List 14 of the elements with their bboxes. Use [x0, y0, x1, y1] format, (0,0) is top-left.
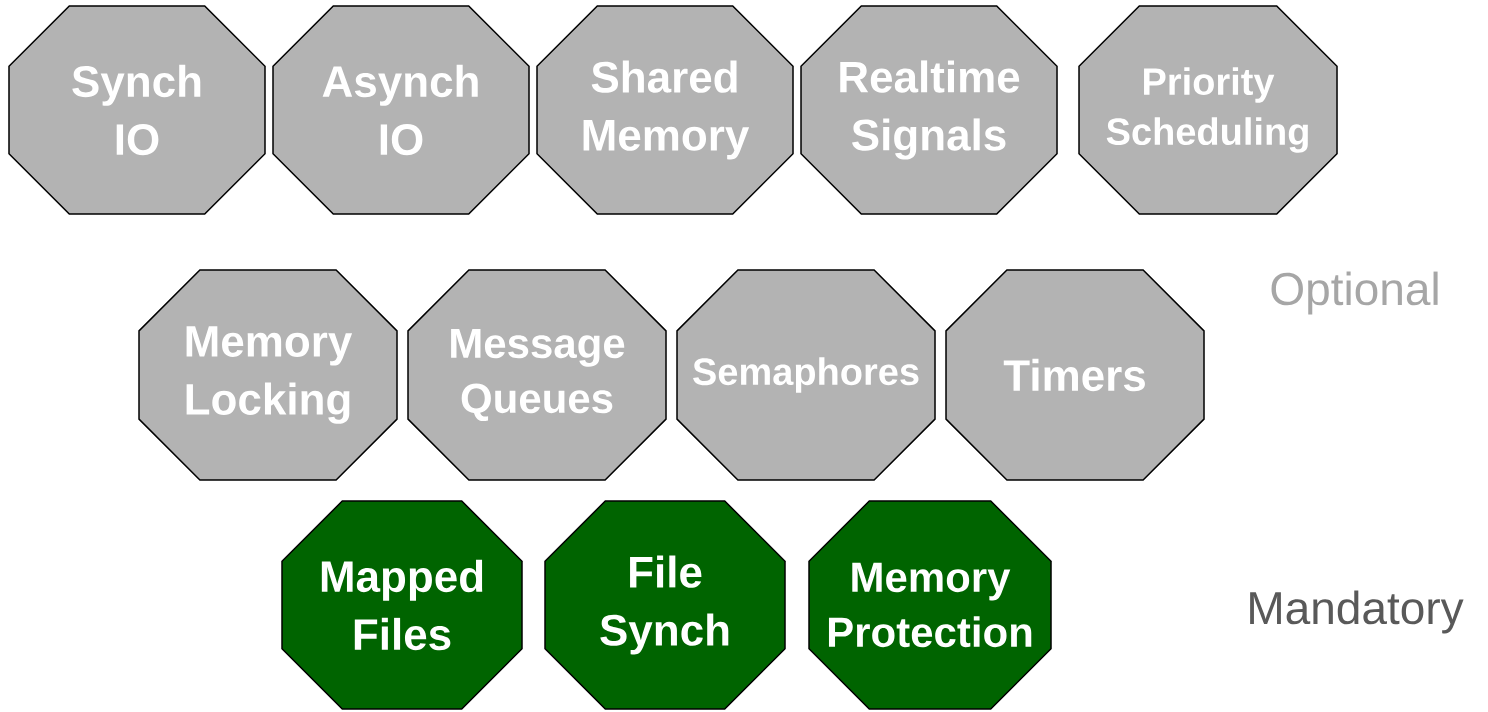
octagon-sign: Priority Scheduling: [1078, 5, 1338, 215]
octagon-sign: Timers: [945, 269, 1205, 481]
octagon-sign: Semaphores: [676, 269, 936, 481]
octagon-sign: Shared Memory: [536, 5, 794, 215]
octagon-sign: Message Queues: [407, 269, 667, 481]
octagon-sign: Memory Locking: [138, 269, 398, 481]
category-label: Optional: [1271, 271, 1438, 315]
octagon-sign: Mapped Files: [281, 500, 523, 710]
category-label: Mandatory: [1250, 590, 1464, 634]
octagon-sign: Memory Protection: [808, 500, 1052, 710]
octagon-sign: Asynch IO: [272, 5, 530, 215]
octagon-sign: File Synch: [544, 500, 786, 710]
octagon-sign: Synch IO: [8, 5, 266, 215]
octagon-sign: Realtime Signals: [800, 5, 1058, 215]
